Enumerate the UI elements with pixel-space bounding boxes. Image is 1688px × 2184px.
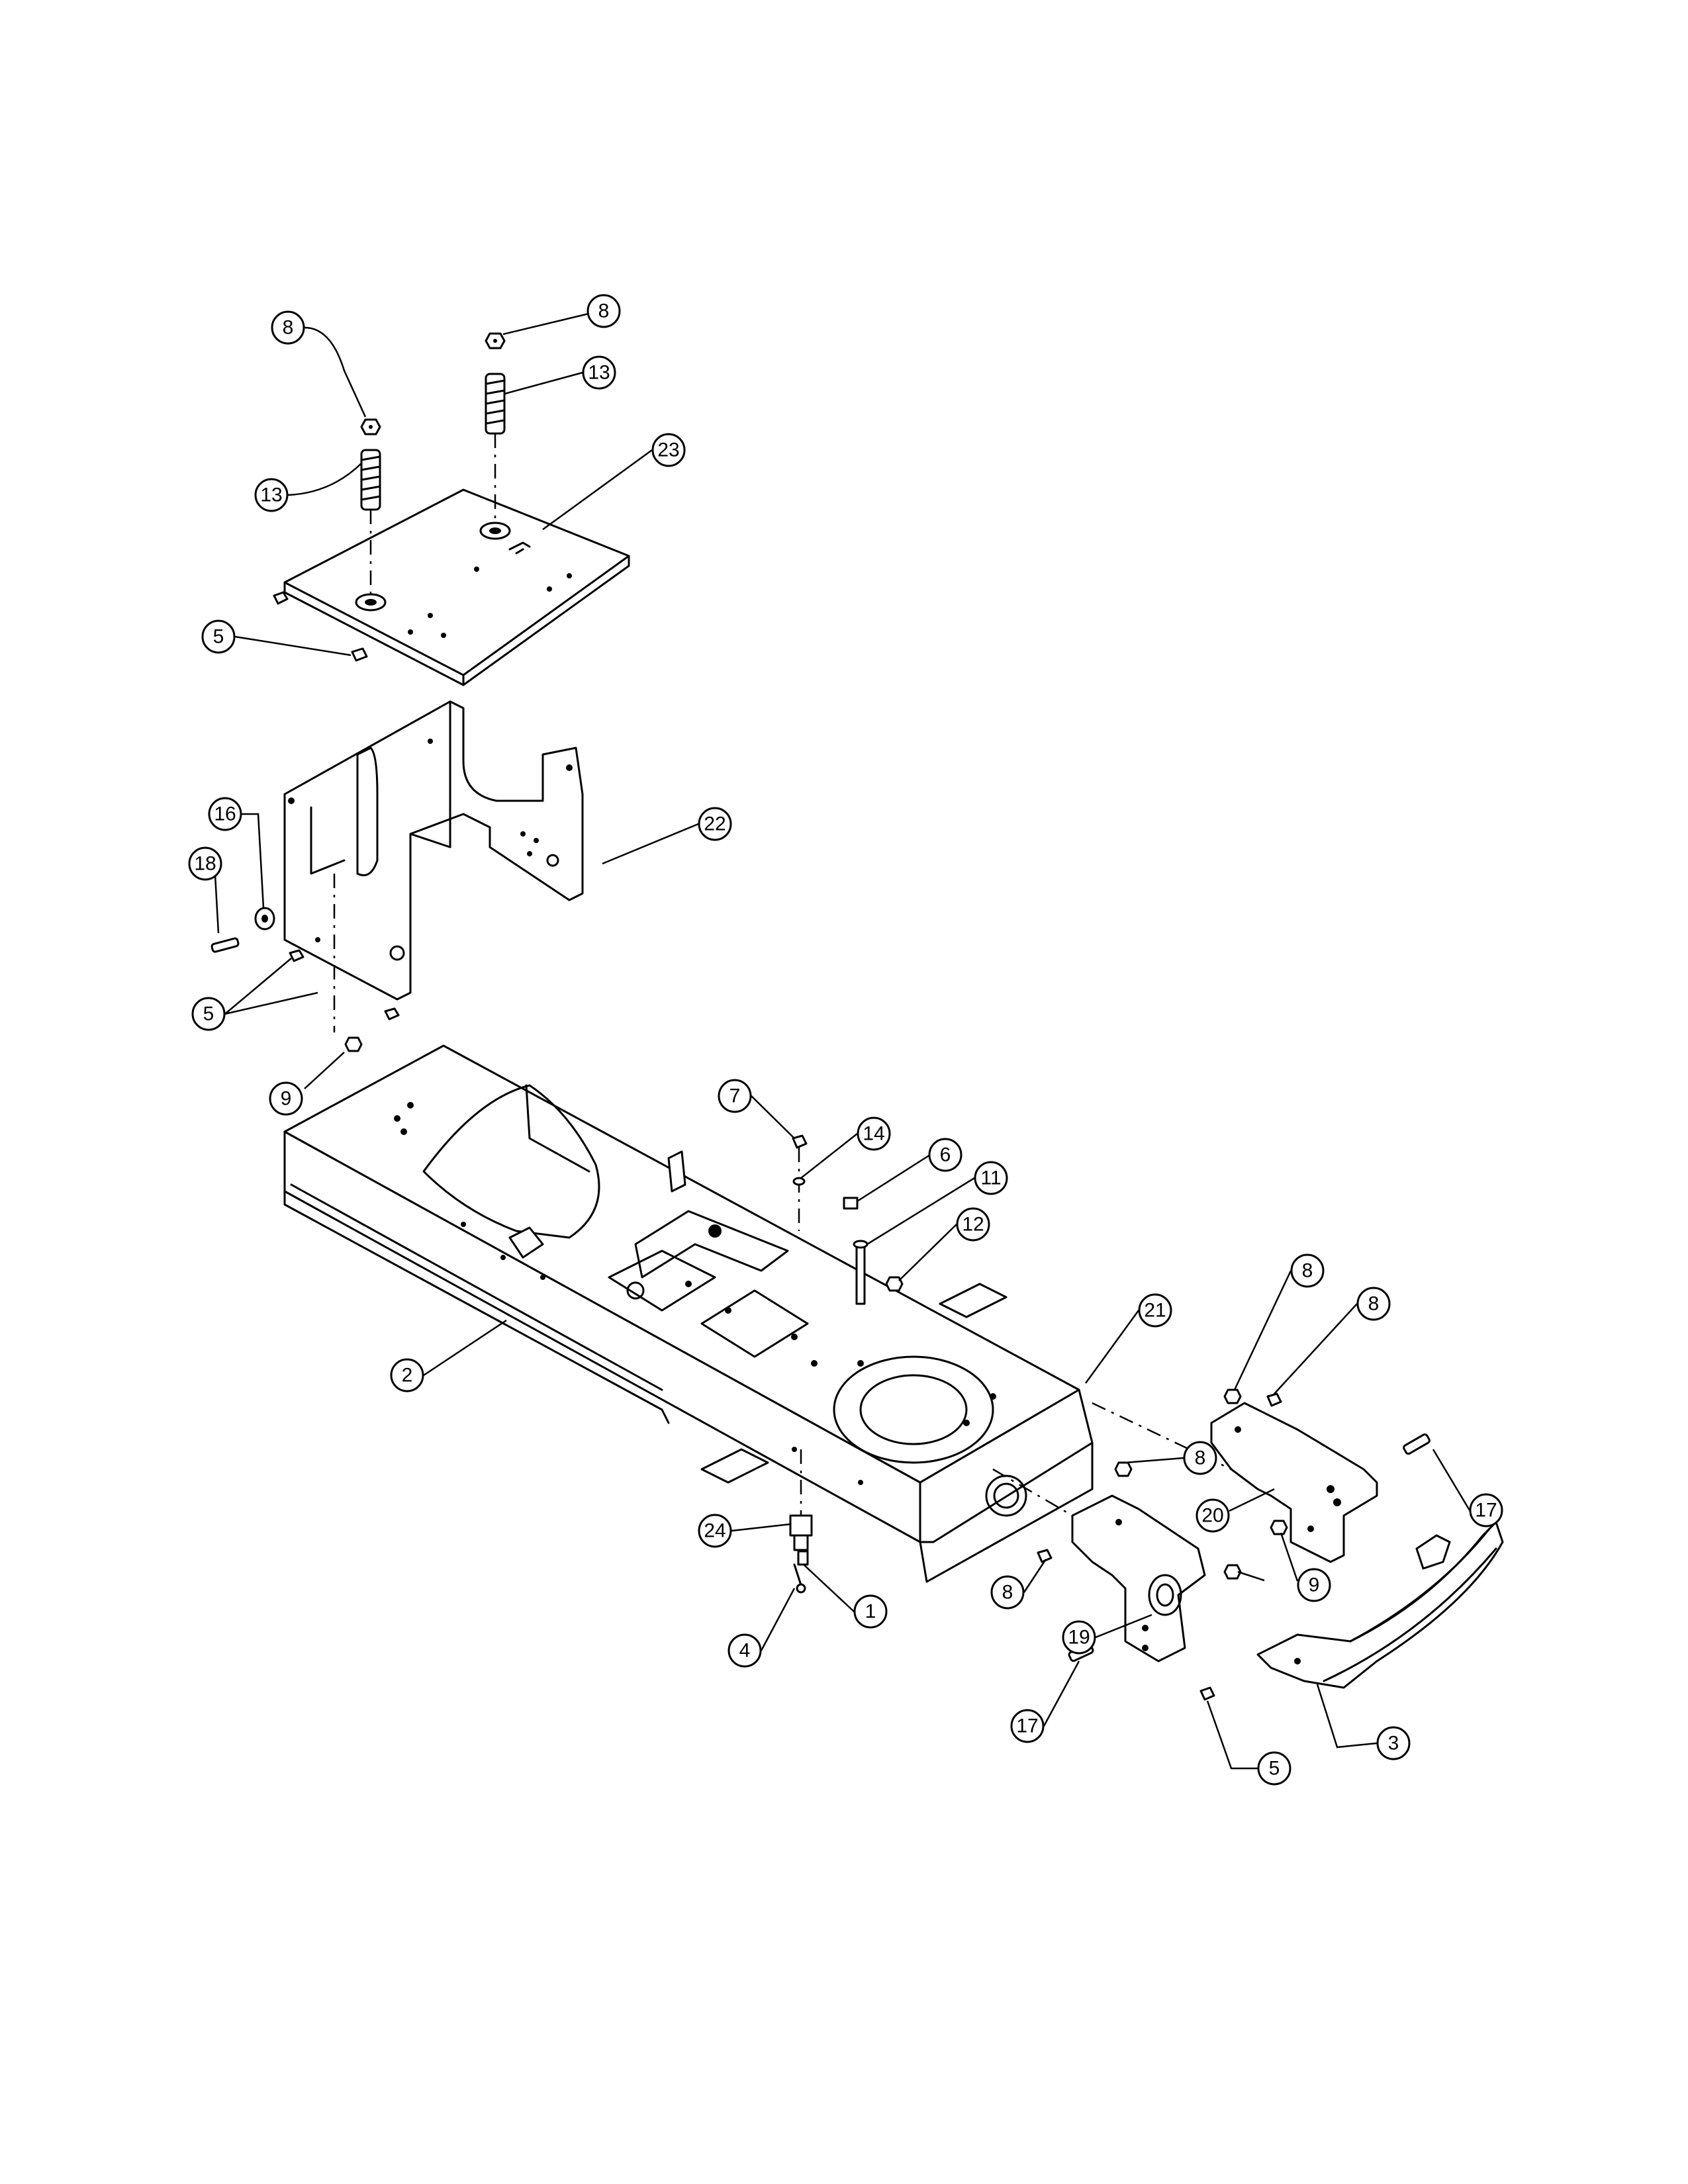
seat-pan [283, 488, 630, 686]
callout-11: 11 [974, 1161, 1008, 1195]
svg-text:23: 23 [657, 439, 679, 461]
nut-12 [885, 1276, 904, 1292]
seat-switch-24 [789, 1449, 813, 1551]
svg-text:4: 4 [739, 1640, 751, 1662]
spring-nut-right [485, 332, 506, 349]
tie-4 [793, 1563, 806, 1594]
seat-spring-left [360, 449, 381, 596]
svg-text:9: 9 [1309, 1574, 1320, 1596]
bracket-screw-8b [1266, 1392, 1282, 1407]
fender-nut-9 [344, 1036, 363, 1052]
callout-8: 8 [1290, 1253, 1325, 1288]
bracket-nut-9 [1270, 1520, 1288, 1535]
svg-text:7: 7 [729, 1085, 741, 1107]
fender-screw-a [289, 949, 305, 962]
svg-text:24: 24 [704, 1520, 726, 1542]
callout-17: 17 [1010, 1709, 1045, 1743]
callout-16: 16 [208, 797, 242, 831]
callout-7: 7 [718, 1079, 752, 1113]
callout-24: 24 [698, 1514, 732, 1548]
svg-text:18: 18 [194, 853, 216, 875]
callout-13: 13 [582, 355, 616, 390]
pin-11 [853, 1240, 868, 1305]
leader-lines [214, 310, 1471, 1770]
svg-text:8: 8 [1002, 1582, 1013, 1604]
callout-18: 18 [188, 846, 222, 881]
svg-text:5: 5 [203, 1003, 214, 1025]
axle-bracket-20 [1210, 1402, 1378, 1563]
svg-text:6: 6 [940, 1144, 951, 1166]
svg-text:14: 14 [863, 1123, 884, 1145]
svg-text:8: 8 [283, 317, 294, 339]
callout-20: 20 [1196, 1498, 1230, 1533]
svg-text:8: 8 [1368, 1293, 1380, 1315]
svg-text:8: 8 [1195, 1447, 1206, 1469]
bracket-screw-8c [1114, 1461, 1133, 1477]
callout-21: 21 [1138, 1293, 1172, 1328]
bumper-screw-5 [1199, 1686, 1215, 1701]
callout-3: 3 [1376, 1726, 1411, 1760]
svg-text:12: 12 [962, 1214, 984, 1236]
callout-22: 22 [698, 807, 732, 841]
callout-17: 17 [1469, 1493, 1503, 1527]
callout-8: 8 [1356, 1287, 1391, 1321]
callout-5: 5 [191, 997, 226, 1031]
clip-6 [843, 1197, 859, 1210]
seat-screw-front [351, 647, 368, 662]
svg-text:21: 21 [1144, 1300, 1166, 1322]
svg-text:17: 17 [1016, 1715, 1038, 1737]
callout-5: 5 [1257, 1751, 1291, 1786]
svg-text:17: 17 [1475, 1500, 1497, 1522]
shoulder-bolt-18 [211, 937, 240, 953]
svg-text:2: 2 [402, 1365, 413, 1387]
callout-5: 5 [201, 619, 236, 654]
bracket-screw-8a [1223, 1388, 1242, 1404]
callout-8: 8 [586, 294, 621, 328]
callout-14: 14 [857, 1116, 891, 1151]
svg-text:19: 19 [1068, 1627, 1090, 1649]
bolt-17-upper [1403, 1433, 1430, 1455]
callout-8: 8 [271, 310, 305, 345]
svg-text:1: 1 [865, 1601, 876, 1623]
svg-text:3: 3 [1388, 1733, 1399, 1754]
spring-nut-left [360, 418, 381, 435]
svg-text:5: 5 [1269, 1758, 1280, 1780]
bracket-screw-8d [1037, 1549, 1053, 1563]
svg-text:11: 11 [980, 1167, 1001, 1189]
callout-4: 4 [727, 1633, 762, 1668]
callout-9: 9 [1297, 1568, 1331, 1602]
front-bumper [1256, 1521, 1504, 1689]
callout-12: 12 [956, 1207, 990, 1242]
seat-spring-right [485, 373, 506, 523]
callout-6: 6 [928, 1138, 962, 1172]
callout-23: 23 [651, 433, 686, 467]
svg-text:22: 22 [704, 813, 726, 835]
svg-text:8: 8 [1302, 1260, 1313, 1282]
callout-8: 8 [1183, 1441, 1217, 1475]
callout-8: 8 [990, 1575, 1025, 1610]
axle-bracket-19 [1071, 1494, 1206, 1662]
fender-screw-b [384, 1007, 400, 1021]
svg-text:13: 13 [588, 362, 610, 384]
screw-7 [792, 1134, 808, 1231]
svg-text:16: 16 [214, 803, 236, 825]
callout-2: 2 [390, 1358, 424, 1392]
callout-9: 9 [269, 1081, 303, 1116]
svg-text:9: 9 [281, 1088, 292, 1110]
callout-1: 1 [853, 1594, 888, 1629]
connector-1 [797, 1550, 809, 1566]
svg-text:5: 5 [213, 626, 224, 648]
svg-text:13: 13 [260, 484, 282, 506]
main-frame [283, 1044, 1094, 1583]
fender-bracket [283, 700, 584, 1032]
svg-text:20: 20 [1201, 1505, 1223, 1527]
svg-text:8: 8 [598, 300, 610, 322]
washer-14 [792, 1177, 806, 1186]
spacer-16 [254, 907, 275, 931]
seat-screw-left [273, 591, 289, 605]
callout-19: 19 [1062, 1620, 1096, 1655]
bracket-nut-9b [1223, 1564, 1242, 1580]
callout-13: 13 [254, 478, 289, 512]
